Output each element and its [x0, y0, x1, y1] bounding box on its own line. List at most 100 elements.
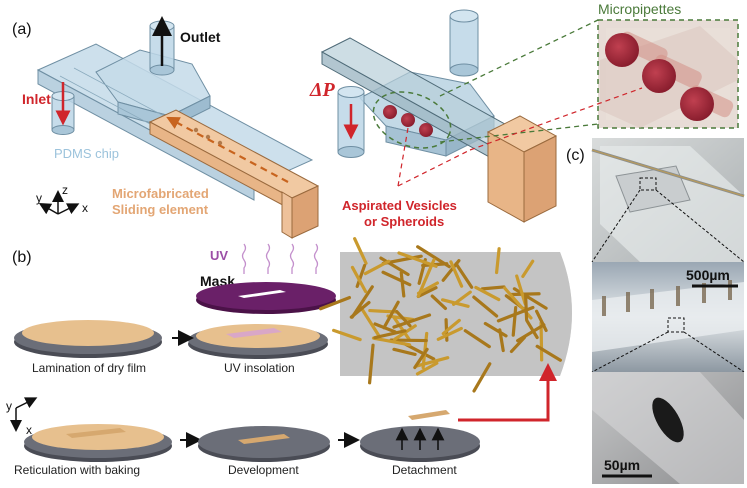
- step-detachment-label: Detachment: [392, 463, 457, 477]
- detached-element: [516, 323, 546, 343]
- micropipettes-label: Micropipettes: [598, 1, 681, 17]
- detached-element: [452, 290, 472, 306]
- mask-disc: [196, 282, 336, 314]
- sliding-direction-arrow: [166, 116, 289, 183]
- detached-element: [350, 265, 368, 294]
- detached-element: [472, 295, 499, 318]
- panel-c-label: (c): [566, 147, 585, 164]
- development-wafer: [198, 426, 330, 462]
- detached-element: [319, 295, 352, 311]
- detached-element: [441, 318, 461, 336]
- detached-element: [430, 294, 448, 311]
- zoom-c-line-1: [591, 189, 641, 263]
- sem-hole-photo: [592, 372, 744, 484]
- sliding-element-right: [486, 115, 558, 223]
- detached-element: [539, 321, 544, 362]
- detached-element: [474, 285, 501, 302]
- reticulation-wafer: [24, 424, 172, 462]
- zoom-line-top: [439, 19, 599, 97]
- callout-line-2: [397, 149, 471, 187]
- detached-element: [359, 305, 381, 338]
- detached-element: [381, 270, 412, 287]
- uv-insolation-wafer: [188, 324, 328, 359]
- delta-p-label: ΔP: [309, 79, 336, 101]
- detached-element: [399, 271, 406, 298]
- sliding-label-line1: Microfabricated: [112, 186, 209, 201]
- aspirated-label-line2: or Spheroids: [364, 214, 444, 229]
- detached-element: [392, 316, 411, 341]
- axis-b-x: x: [26, 423, 32, 437]
- detached-element: [415, 361, 439, 376]
- uv-label: UV: [210, 248, 228, 263]
- detached-element: [436, 326, 463, 341]
- detached-element: [397, 251, 438, 268]
- detached-element: [535, 309, 548, 333]
- detached-element: [480, 285, 506, 291]
- detached-elements-sticks: [319, 237, 562, 393]
- panel-b-label: (b): [12, 249, 32, 266]
- axis-a-x: x: [82, 201, 88, 215]
- detached-element: [511, 305, 518, 337]
- detached-element: [379, 256, 410, 277]
- detached-element: [355, 263, 367, 288]
- detached-element: [524, 294, 529, 321]
- detached-element: [371, 336, 412, 347]
- axis-a-y: y: [36, 191, 42, 205]
- sliding-label-line2: Sliding element: [112, 202, 209, 217]
- pdms-chip-label: PDMS chip: [54, 146, 119, 161]
- detached-element: [392, 347, 417, 357]
- inlet-label: Inlet: [22, 91, 51, 107]
- detached-element: [373, 329, 407, 340]
- detached-element: [382, 300, 400, 330]
- axes-a: [38, 190, 80, 215]
- uv-rays: [241, 243, 319, 274]
- step-development-label: Development: [228, 463, 299, 477]
- inlet-tube-right: [337, 86, 365, 158]
- detached-element: [483, 321, 508, 338]
- detached-element: [515, 274, 527, 306]
- detached-element: [454, 262, 474, 289]
- axes-b: [10, 397, 38, 432]
- micropipettes-inset: [597, 19, 739, 129]
- panel-a-label: (a): [12, 21, 32, 38]
- aspirated-vesicles: [383, 105, 433, 137]
- zoom-c-line-4: [683, 331, 745, 373]
- detached-element: [349, 300, 371, 319]
- axis-a-z: z: [62, 183, 68, 197]
- detached-element: [463, 329, 491, 349]
- step-lamination-label: Lamination of dry film: [32, 361, 146, 375]
- detached-element: [413, 347, 429, 370]
- detached-element: [353, 237, 368, 265]
- detached-element: [392, 324, 417, 341]
- pipette-array-photo: [592, 262, 744, 372]
- outlet-tube-right: [449, 9, 479, 77]
- scale-50-label: 50µm: [604, 457, 640, 473]
- detached-element: [521, 259, 535, 278]
- detached-element: [363, 259, 391, 276]
- step-uv-label: UV insolation: [224, 361, 295, 375]
- detachment-arrow: [458, 363, 557, 422]
- aspirated-label-line1: Aspirated Vesicles: [342, 198, 457, 213]
- detached-element: [416, 286, 438, 299]
- detached-elements-photo: [340, 252, 572, 376]
- detached-element: [512, 287, 548, 310]
- zoom-c-line-2: [655, 189, 745, 263]
- lamination-wafer: [14, 320, 162, 358]
- zoom-ellipse: [372, 91, 452, 149]
- outlet-label: Outlet: [180, 29, 221, 45]
- detached-element: [414, 356, 450, 368]
- detached-element: [509, 335, 527, 354]
- zoom-c-line-3: [591, 331, 669, 373]
- detached-element: [472, 362, 492, 393]
- callout-line-1: [397, 127, 409, 187]
- step-reticulation-label: Reticulation with baking: [14, 463, 140, 477]
- detached-element: [449, 260, 464, 288]
- detached-element: [525, 318, 539, 340]
- detached-element: [495, 247, 501, 275]
- detached-element: [332, 328, 362, 342]
- detached-element: [403, 342, 436, 361]
- detached-element: [535, 344, 562, 362]
- detached-element: [416, 258, 436, 298]
- axis-b-y: y: [6, 399, 12, 413]
